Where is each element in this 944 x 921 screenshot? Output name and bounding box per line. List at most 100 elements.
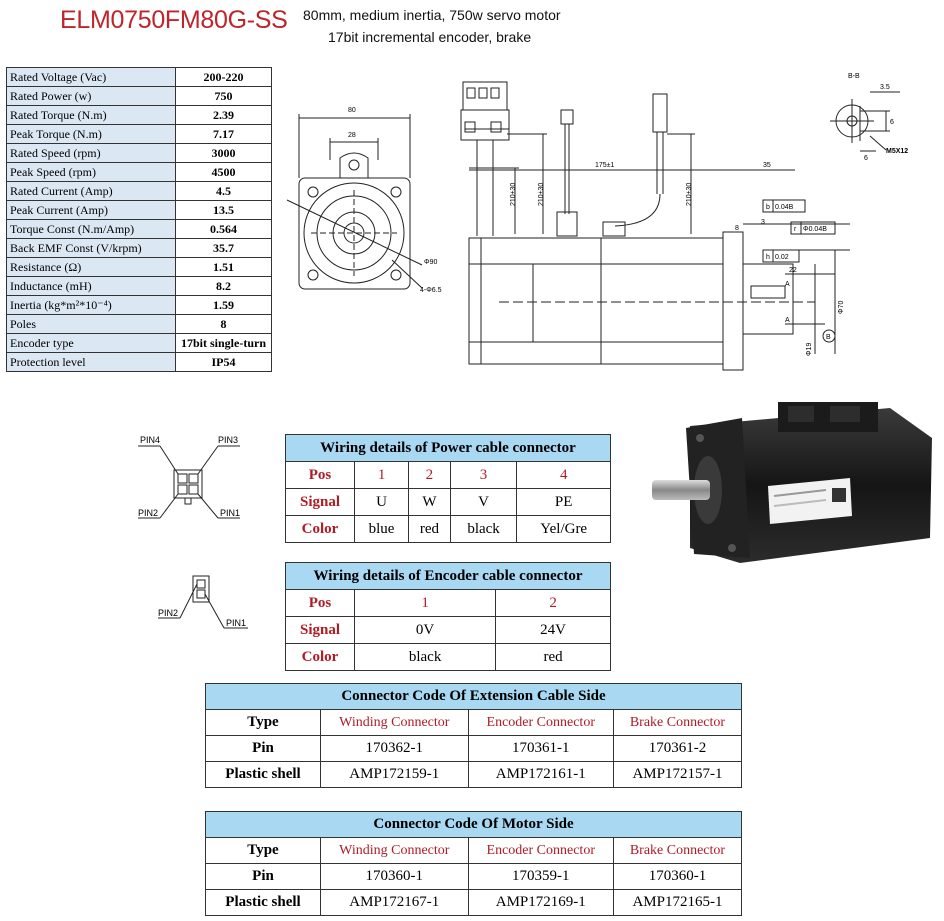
model-title: ELM0750FM80G-SS xyxy=(60,6,288,34)
spec-label: Resistance (Ω) xyxy=(6,257,176,277)
spec-value: 750 xyxy=(175,86,272,106)
table-cell: red xyxy=(408,515,451,543)
spec-row: Rated Current (Amp)4.5 xyxy=(6,181,272,201)
spec-label: Peak Current (Amp) xyxy=(6,200,176,220)
tol-r-value: Φ0.04B xyxy=(803,226,827,233)
dim-cable2: 210±30 xyxy=(538,183,545,206)
table-cell: Winding Connector xyxy=(320,709,469,736)
pin2-label: PIN2 xyxy=(138,508,158,518)
section-bb-drawing: B-B 3.5 6 6 M5X12 xyxy=(830,73,908,162)
extension-side-table: Connector Code Of Extension Cable Side T… xyxy=(205,683,743,788)
spec-row: Peak Current (Amp)13.5 xyxy=(6,200,272,220)
dim-28: 28 xyxy=(348,132,356,139)
spec-value: 3000 xyxy=(175,143,272,163)
table-cell: blue xyxy=(353,515,410,543)
power-wiring-table: Wiring details of Power cable connector … xyxy=(285,434,611,543)
table-cell: 0V xyxy=(353,616,497,644)
table-cell: Yel/Gre xyxy=(516,515,611,543)
spec-value: 4500 xyxy=(175,162,272,182)
motor-photo xyxy=(652,402,932,563)
pin1-label: PIN1 xyxy=(220,508,240,518)
table-cell: 170359-1 xyxy=(467,863,614,890)
pin3-label: PIN3 xyxy=(218,435,238,445)
label-a-top: A xyxy=(785,281,790,288)
row-header: Type xyxy=(205,837,321,864)
table-cell: 1 xyxy=(353,589,497,617)
dim-holes: 4-Φ6.5 xyxy=(420,287,442,294)
row-header: Color xyxy=(285,515,355,543)
spec-row: Rated Speed (rpm)3000 xyxy=(6,143,272,163)
spec-row: Inductance (mH)8.2 xyxy=(6,276,272,296)
spec-value: 4.5 xyxy=(175,181,272,201)
table-cell: W xyxy=(408,488,451,516)
table-cell: AMP172159-1 xyxy=(320,761,469,788)
spec-label: Rated Torque (N.m) xyxy=(6,105,176,125)
row-header: Signal xyxy=(285,616,355,644)
spec-label: Poles xyxy=(6,314,176,334)
label-b: B xyxy=(826,334,831,341)
spec-label: Rated Power (w) xyxy=(6,86,176,106)
section-width: 3.5 xyxy=(880,84,890,91)
table-cell: 2 xyxy=(495,589,611,617)
dim-80: 80 xyxy=(348,107,356,114)
section-depth: 6 xyxy=(864,155,868,162)
table-cell: 170361-1 xyxy=(467,735,614,762)
spec-value: 8 xyxy=(175,314,272,334)
dim-pcd: Φ90 xyxy=(424,259,437,266)
row-header: Pin xyxy=(205,735,321,762)
table-cell: Brake Connector xyxy=(612,709,743,736)
row-header: Plastic shell xyxy=(205,761,321,788)
spec-value: 7.17 xyxy=(175,124,272,144)
spec-label: Rated Current (Amp) xyxy=(6,181,176,201)
spec-row: Peak Torque (N.m)7.17 xyxy=(6,124,272,144)
dim-cable1: 210±30 xyxy=(510,183,517,206)
table-cell: Brake Connector xyxy=(612,837,743,864)
enc-pin2-label: PIN2 xyxy=(158,608,178,618)
table-cell: 24V xyxy=(495,616,611,644)
dim-shaft-dia: Φ70 xyxy=(838,301,845,314)
table-cell: 170361-2 xyxy=(612,735,743,762)
table-cell: 170360-1 xyxy=(320,863,469,890)
dim-flange2: 8 xyxy=(735,225,739,232)
tol-h-letter: h xyxy=(766,254,770,261)
enc-pin1-label: PIN1 xyxy=(226,618,246,628)
table-cell: Winding Connector xyxy=(320,837,469,864)
motor-side-title: Connector Code Of Motor Side xyxy=(205,811,742,838)
spec-row: Resistance (Ω)1.51 xyxy=(6,257,272,277)
tol-b-value: 0.04B xyxy=(775,204,794,211)
table-cell: PE xyxy=(516,488,611,516)
section-label: B-B xyxy=(848,73,860,80)
row-header: Plastic shell xyxy=(205,889,321,916)
table-cell: Encoder Connector xyxy=(467,837,614,864)
subtitle-line1: 80mm, medium inertia, 750w servo motor xyxy=(303,7,561,23)
tol-r-letter: r xyxy=(794,226,797,233)
table-cell: Encoder Connector xyxy=(467,709,614,736)
tol-h-value: 0.02 xyxy=(775,254,789,261)
spec-value: 200-220 xyxy=(175,67,272,87)
spec-row: Torque Const (N.m/Amp)0.564 xyxy=(6,219,272,239)
table-cell: AMP172165-1 xyxy=(612,889,743,916)
spec-label: Inertia (kg*m²*10⁻⁴) xyxy=(6,295,176,315)
dim-shaft-length: 35 xyxy=(763,162,771,169)
table-cell: 4 xyxy=(516,461,611,489)
spec-value: 13.5 xyxy=(175,200,272,220)
dim-flange: 3 xyxy=(761,219,765,226)
spec-label: Peak Torque (N.m) xyxy=(6,124,176,144)
table-cell: AMP172169-1 xyxy=(467,889,614,916)
spec-label: Inductance (mH) xyxy=(6,276,176,296)
front-view-drawing: 80 28 Φ90 4-Φ6.5 xyxy=(286,107,442,294)
spec-row: Peak Speed (rpm)4500 xyxy=(6,162,272,182)
encoder-wiring-table: Wiring details of Encoder cable connecto… xyxy=(285,562,611,671)
spec-label: Protection level xyxy=(6,352,176,372)
